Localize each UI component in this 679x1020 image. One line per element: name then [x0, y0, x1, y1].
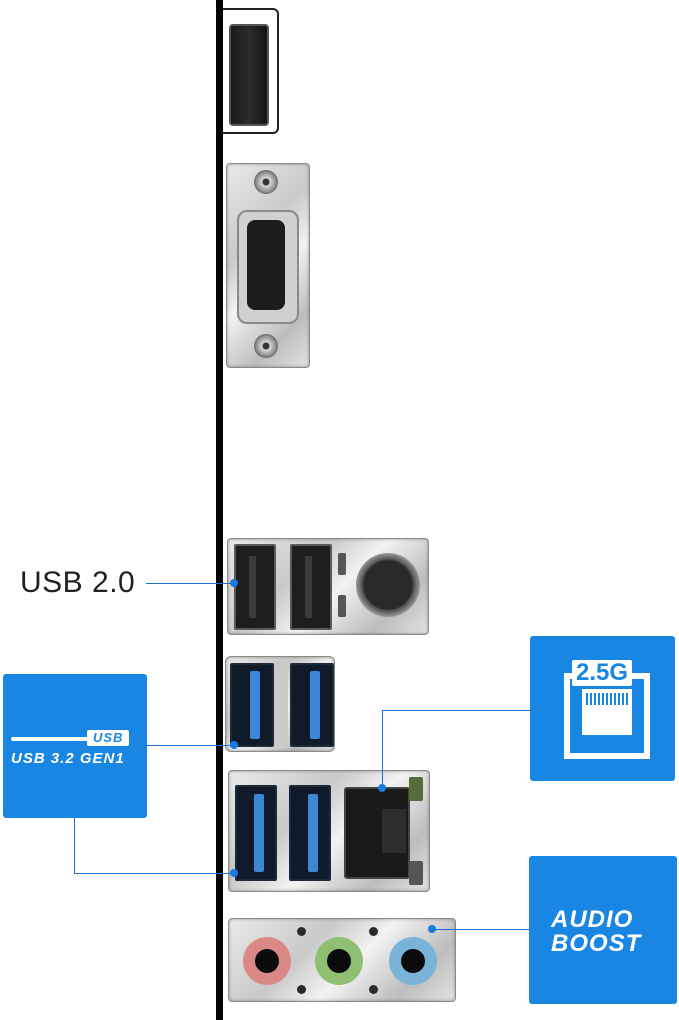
lan-leader-vertical: [382, 710, 383, 788]
usb3-divider: [274, 661, 288, 747]
lan-led-activity: [409, 777, 423, 801]
usb3-gen1-label: USB 3.2 GEN1: [11, 750, 125, 767]
vga-screw-bottom: [254, 334, 278, 358]
usb3-port-b1: [235, 785, 277, 881]
audio-boost-badge: AUDIO BOOST: [529, 856, 677, 1004]
io-shield-edge: [216, 0, 223, 1020]
audio-jack-green: [315, 937, 363, 985]
usb3-leader-line-b: [74, 873, 234, 874]
usb2-leader-line: [146, 583, 234, 584]
usb2-leader-dot: [230, 579, 238, 587]
vga-screw-top: [254, 170, 278, 194]
usb-plug-cable-icon: [11, 737, 91, 741]
audio-screw: [369, 985, 378, 994]
ps2-led-bottom: [338, 595, 346, 617]
audio-jack-block: [228, 918, 456, 1002]
audio-screw: [297, 985, 306, 994]
displayport-port: [223, 8, 279, 134]
usb3-lan-block: [228, 770, 430, 892]
vga-connector: [237, 210, 299, 324]
usb3-leader-dot-a: [230, 741, 238, 749]
ps2-port: [356, 553, 420, 617]
usb3-port-b2: [289, 785, 331, 881]
usb3-leader-vertical-b: [74, 818, 75, 874]
lan-speed-label: 2.5G: [572, 660, 633, 686]
usb2-ps2-block: [227, 538, 429, 635]
usb3-gen1-badge: USB USB 3.2 GEN1: [3, 674, 147, 818]
lan-2-5g-badge: 2.5G: [530, 636, 675, 781]
lan-leader-line: [382, 710, 530, 711]
audio-jack-blue: [389, 937, 437, 985]
usb2-port-2: [290, 544, 332, 630]
usb3-port-a2: [290, 663, 334, 747]
ps2-led-top: [338, 553, 346, 575]
displayport-socket: [229, 24, 269, 126]
audio-boost-line2: BOOST: [551, 930, 642, 957]
audio-boost-line1: AUDIO: [551, 906, 634, 933]
lan-port: [344, 787, 410, 879]
usb2-label: USB 2.0: [20, 566, 136, 599]
usb3-leader-line-a: [147, 745, 234, 746]
lan-led-link: [409, 861, 423, 885]
usb-plug-icon-label: USB: [87, 730, 130, 746]
audio-screw: [297, 927, 306, 936]
vga-port: [226, 163, 310, 368]
ethernet-port-icon: [564, 673, 650, 759]
usb2-port-1: [234, 544, 276, 630]
usb3-port-a1: [230, 663, 274, 747]
lan-latch: [382, 809, 406, 853]
usb3-leader-dot-b: [230, 869, 238, 877]
audio-leader-line: [432, 929, 530, 930]
audio-jack-pink: [243, 937, 291, 985]
ethernet-plug-shape: [582, 689, 632, 735]
usb3-stack-a: [225, 656, 335, 752]
audio-leader-dot: [428, 925, 436, 933]
audio-screw: [369, 927, 378, 936]
vga-pin-block: [247, 220, 285, 310]
lan-leader-dot: [378, 784, 386, 792]
